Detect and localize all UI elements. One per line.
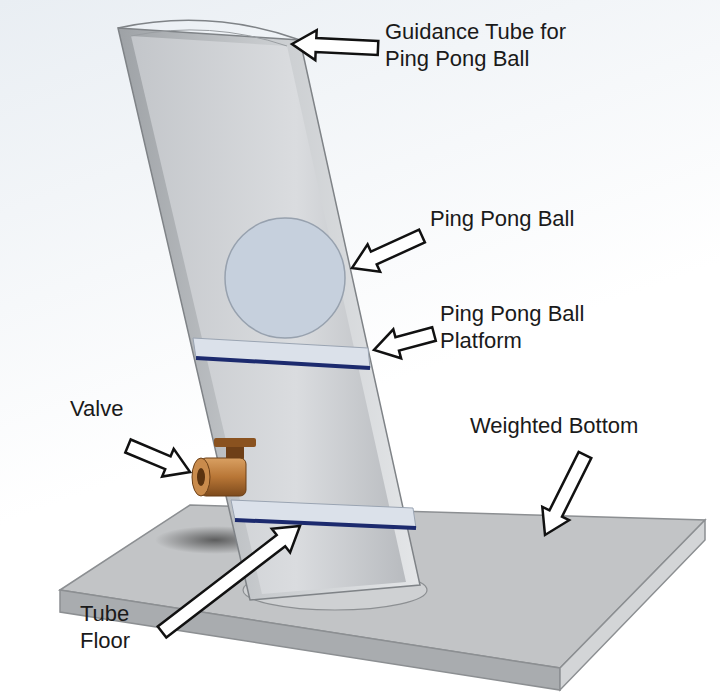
pointer-arrow — [542, 452, 591, 535]
ping-pong-ball — [225, 218, 345, 338]
pointer-arrow — [352, 230, 425, 272]
pointer-arrow — [125, 440, 190, 477]
ball-platform — [193, 338, 370, 368]
part-label: Weighted Bottom — [470, 412, 670, 439]
part-label: Tube Floor — [80, 600, 150, 654]
pointer-arrow — [158, 526, 300, 638]
part-label: Ping Pong Ball Platform — [440, 300, 640, 354]
guidance-tube — [118, 20, 420, 600]
pointer-arrow — [292, 30, 378, 60]
valve — [192, 438, 256, 496]
part-label: Ping Pong Ball — [430, 205, 630, 232]
part-label: Valve — [70, 395, 150, 422]
part-label: Guidance Tube for Ping Pong Ball — [385, 18, 600, 72]
tube-floor — [231, 500, 416, 528]
pointer-arrow — [374, 327, 436, 358]
